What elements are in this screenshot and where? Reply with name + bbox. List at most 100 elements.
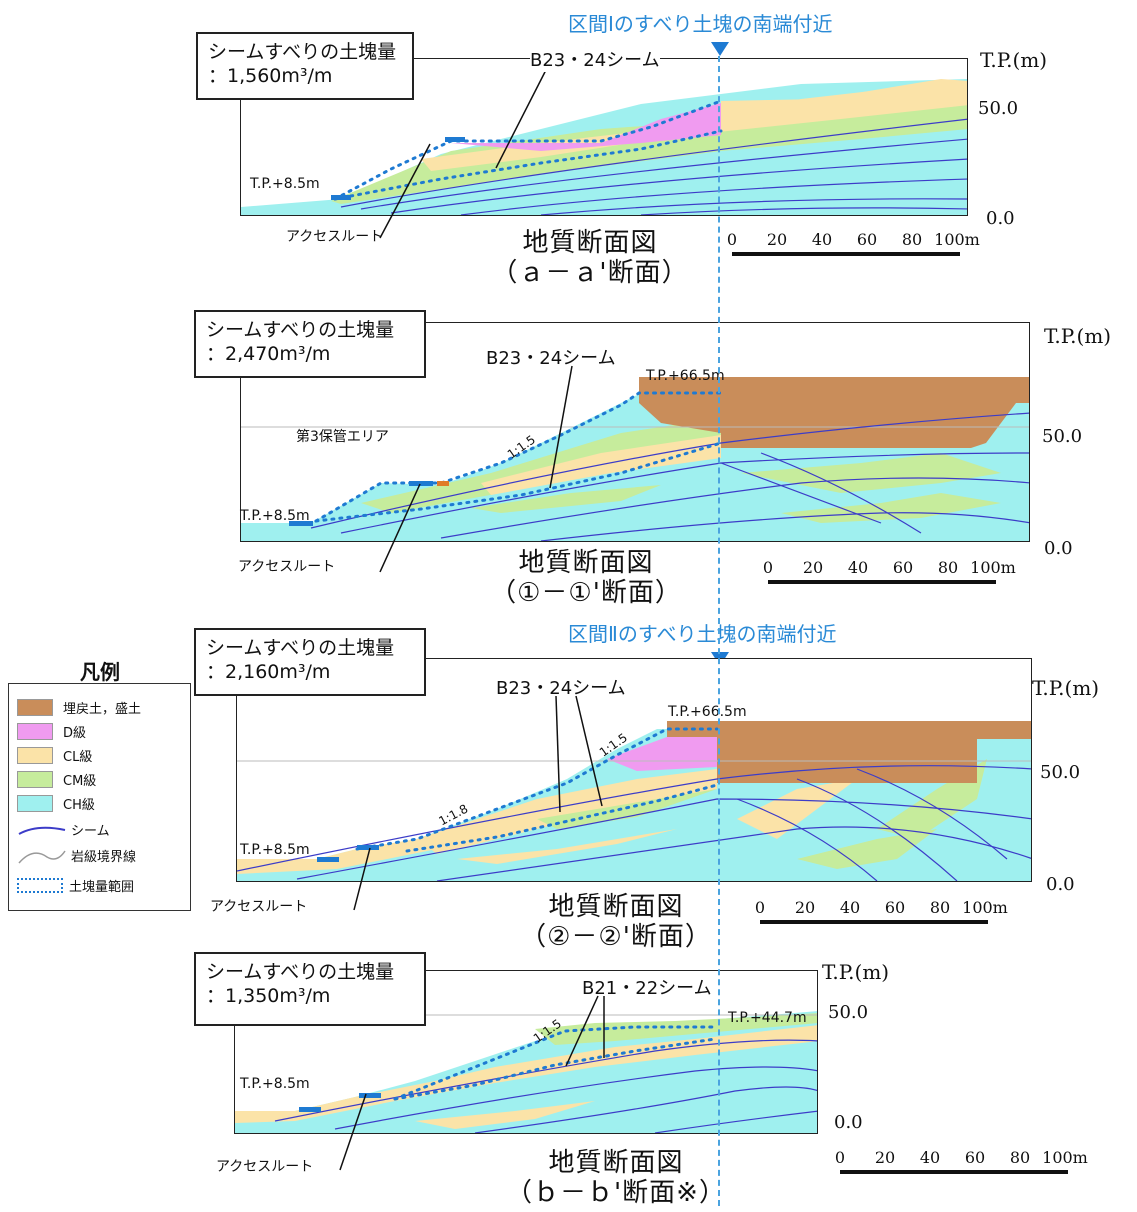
legend-item-cm: CM級 (17, 770, 96, 789)
cross-section-b-graphic (235, 1011, 817, 1133)
scale-tick: 60 (856, 230, 878, 249)
legend-item-cl: CL級 (17, 746, 92, 765)
scale-line (840, 1170, 1068, 1174)
volume-label: シームすべりの土塊量 (206, 637, 395, 659)
cross-section-1-graphic (241, 377, 1029, 541)
axis-bottom-a: 0.0 (986, 208, 1015, 229)
title-sub: （②－②'断面） (520, 922, 712, 952)
seam-label-1: B23・24シーム (486, 348, 616, 369)
volume-box-a: シームすべりの土塊量 ：1,560m³/m (196, 32, 414, 100)
scale-tick: 40 (811, 230, 833, 249)
scale-tick: 40 (919, 1148, 941, 1167)
section-title-1: 地質断面図 （①－①'断面） (466, 548, 706, 608)
scale-tick: 0 (834, 1148, 846, 1167)
cross-section-2-graphic (237, 721, 1031, 881)
marker-triangle-icon (711, 42, 729, 56)
legend-item-d: D級 (17, 722, 86, 741)
legend-item-fill: 埋戻土，盛土 (17, 698, 141, 717)
scale-bar-1: 0 20 40 60 80 100m (763, 558, 1016, 584)
scale-tick: 100m (970, 558, 1016, 577)
scale-tick: 80 (929, 898, 951, 917)
legend-item-ch: CH級 (17, 794, 95, 813)
scale-tick: 20 (766, 230, 788, 249)
volume-value: ：1,560m³/m (208, 65, 333, 87)
cross-section-a (240, 58, 968, 216)
title-main: 地質断面図 (548, 1148, 684, 1178)
seam-label-a: B23・24シーム (530, 46, 660, 72)
scale-line (732, 252, 960, 256)
tp-base-label-a: T.P.+8.5m (250, 176, 320, 192)
legend: 埋戻土，盛土 D級 CL級 CM級 CH級 シーム 岩級境界線 土塊量範囲 (8, 683, 191, 911)
volume-value: ：2,160m³/m (206, 661, 331, 683)
scale-tick: 0 (726, 230, 738, 249)
tp-unit-b: T.P.(m) (822, 960, 890, 984)
tp-base-label-2: T.P.+8.5m (240, 842, 310, 858)
tp-unit-2: T.P.(m) (1032, 676, 1100, 700)
crest-label-b: T.P.+44.7m (728, 1010, 807, 1026)
title-main: 地質断面図 (548, 892, 684, 922)
scale-tick: 100m (934, 230, 980, 249)
title-main: 地質断面図 (522, 228, 658, 258)
axis-top-a: 50.0 (978, 98, 1019, 119)
cross-section-b (234, 970, 818, 1134)
scale-tick: 60 (884, 898, 906, 917)
title-sub: （ｂ－ｂ'断面※） (506, 1178, 726, 1208)
scale-line (760, 920, 988, 924)
legend-title: 凡例 (80, 660, 120, 684)
section1-south-end-note: 区間Ⅰのすべり土塊の南端付近 (568, 12, 833, 36)
scale-tick: 40 (839, 898, 861, 917)
title-main: 地質断面図 (518, 548, 654, 578)
legend-item-range: 土塊量範囲 (17, 876, 134, 895)
tp-base-label-1: T.P.+8.5m (240, 508, 310, 524)
scale-tick: 0 (754, 898, 766, 917)
crest-label-1: T.P.+66.5m (646, 368, 725, 384)
legend-item-seam: シーム (17, 820, 110, 839)
scale-tick: 20 (794, 898, 816, 917)
scale-tick: 60 (892, 558, 914, 577)
scale-tick: 100m (1042, 1148, 1088, 1167)
scale-tick: 60 (964, 1148, 986, 1167)
scale-tick: 80 (901, 230, 923, 249)
legend-item-boundary: 岩級境界線 (17, 846, 136, 865)
axis-bottom-b: 0.0 (834, 1112, 863, 1133)
volume-label: シームすべりの土塊量 (208, 41, 397, 63)
scale-tick: 100m (962, 898, 1008, 917)
seam-label-2: B23・24シーム (496, 678, 626, 699)
crest-label-2: T.P.+66.5m (668, 704, 747, 720)
reference-dashed-line (718, 56, 720, 1206)
scale-line (768, 580, 996, 584)
volume-box-b: シームすべりの土塊量 ：1,350m³/m (194, 952, 426, 1026)
scale-bar-2: 0 20 40 60 80 100m (755, 898, 1008, 924)
section-title-b: 地質断面図 （ｂ－ｂ'断面※） (486, 1148, 746, 1208)
title-sub: （①－①'断面） (490, 578, 682, 608)
axis-top-1: 50.0 (1042, 426, 1083, 447)
axis-top-2: 50.0 (1040, 762, 1081, 783)
seam-line-icon (18, 826, 66, 835)
scale-tick: 20 (874, 1148, 896, 1167)
axis-top-b: 50.0 (828, 1002, 869, 1023)
access-route-label-b: アクセスルート (216, 1159, 314, 1175)
axis-bottom-1: 0.0 (1044, 538, 1073, 559)
section2-south-end-note: 区間Ⅱのすべり土塊の南端付近 (568, 622, 837, 646)
title-sub: （ａ－ａ'断面） (491, 258, 689, 288)
tp-unit-1: T.P.(m) (1044, 324, 1112, 348)
axis-bottom-2: 0.0 (1046, 874, 1075, 895)
scale-bar-a: 0 20 40 60 80 100m (727, 230, 980, 256)
scale-bar-b: 0 20 40 60 80 100m (835, 1148, 1088, 1174)
seam-label-b: B21・22シーム (582, 978, 712, 999)
scale-tick: 20 (802, 558, 824, 577)
section-title-a: 地質断面図 （ａ－ａ'断面） (470, 228, 710, 288)
scale-tick: 80 (1009, 1148, 1031, 1167)
volume-box-2: シームすべりの土塊量 ：2,160m³/m (194, 628, 426, 696)
volume-label: シームすべりの土塊量 (206, 961, 395, 983)
range-box-icon (17, 878, 63, 893)
tp-base-label-b: T.P.+8.5m (240, 1076, 310, 1092)
cross-section-2 (236, 658, 1032, 882)
boundary-line-icon (18, 850, 66, 863)
volume-value: ：2,470m³/m (206, 343, 331, 365)
section-title-2: 地質断面図 （②－②'断面） (496, 892, 736, 952)
access-route-label-1: アクセスルート (238, 559, 336, 575)
volume-box-1: シームすべりの土塊量 ：2,470m³/m (194, 310, 426, 378)
volume-value: ：1,350m³/m (206, 985, 331, 1007)
volume-label: シームすべりの土塊量 (206, 319, 395, 341)
